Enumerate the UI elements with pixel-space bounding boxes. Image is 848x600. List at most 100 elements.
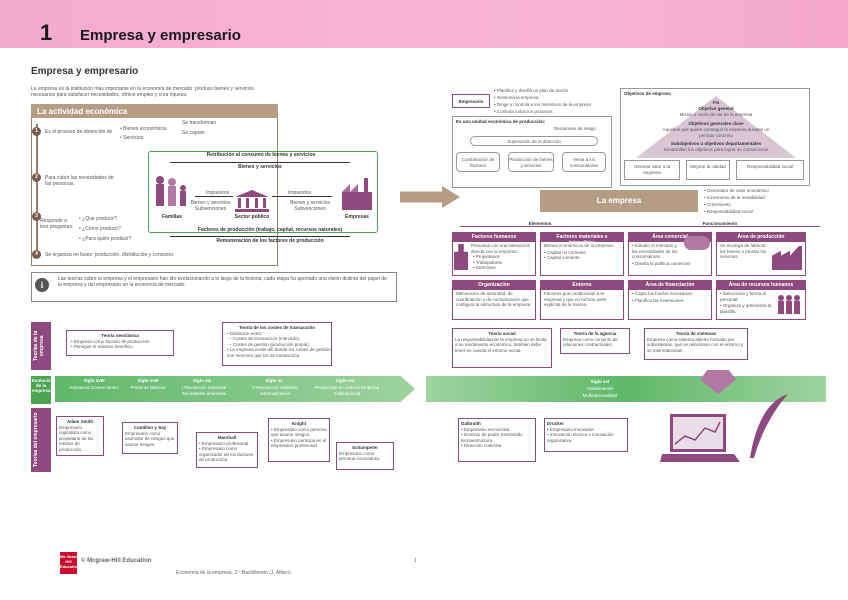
pyramid-general: Objetivo general (698, 106, 734, 111)
finance-area-item: • Planifica las inversiones. (632, 297, 685, 303)
century-desc: Producción en cadena Empresa multinacion… (314, 385, 380, 396)
decisions-label: Decisiones de riesgo (554, 126, 596, 131)
human-factors-title: Factores humanos (453, 233, 535, 242)
finance-area-item: • Capta los fondos necesarios. (632, 291, 693, 296)
flow-arrow (272, 196, 332, 197)
hr-area-box: Área de recursos humanos • Selecciona y … (716, 280, 806, 320)
schumpeter-box: Schumpeter Empresario como persona innov… (336, 442, 394, 470)
hr-area-item: • Selecciona y forma al personal. (720, 291, 766, 302)
century: Siglo xx (265, 378, 283, 383)
people-icon (776, 294, 802, 314)
circular-flow-frame (148, 151, 378, 233)
century-desc: II Revolución industrial Automatización (252, 385, 298, 396)
transaction-item: • Distinción entre: (227, 330, 263, 336)
transaction-item: – Costes de transacción (mercado). (229, 336, 301, 341)
organization-title: Organización (453, 281, 535, 290)
production-area-text: Se encarga de fabricar los bienes o pres… (720, 243, 767, 259)
neoclassical-box: Teoría neoclásica • Empresa como función… (66, 330, 174, 356)
environment-text: Factores que condicionan a la empresa y … (544, 291, 607, 307)
flow-taxes-left: Impuestos (206, 190, 230, 196)
flow-arrow (195, 196, 233, 197)
flow-line (170, 162, 350, 163)
factors-label: Combinación de factores (461, 157, 495, 168)
evolution-band-right (426, 376, 826, 402)
step1-label: Es el proceso de obtención de (45, 129, 113, 135)
drucker-box: Drucker • Empresario innovador. • Innova… (544, 418, 628, 452)
flow-line (170, 236, 350, 237)
agency-theory-box: Teoría de la agencia Empresa como conjun… (560, 328, 630, 354)
empresario-label: Empresario (458, 99, 484, 104)
step-number: 3 (32, 212, 41, 221)
actor-firms: Empresas (345, 214, 369, 220)
step-number: 2 (32, 173, 41, 182)
company-center-label: La empresa (596, 196, 642, 205)
galbraith-item: • Empresario tecnócrata. (461, 426, 511, 432)
activity-panel (31, 118, 278, 266)
section-intro: La empresa es la institución más importa… (31, 86, 254, 98)
info-text: Las teorías sobre la empresa y el empres… (58, 276, 387, 288)
flow-pay-label: Remuneración de los factores de producci… (216, 238, 324, 244)
material-factors-box: Factores materiales e intangibles Bienes… (540, 232, 624, 276)
chapter-title: Empresa y empresario (80, 27, 241, 44)
company-center-item: • Crecimiento (704, 202, 731, 207)
step-number: 4 (32, 250, 41, 259)
marshall-item: • Empresario como organizador de los fac… (199, 446, 254, 462)
knight-item: • Empresario participa en el empresario … (271, 437, 327, 449)
neoclassical-item: • Persigue el máximo beneficio. (71, 344, 134, 349)
drucker-item: • Empresario innovador. (547, 426, 595, 432)
actor-families: Familias (161, 214, 182, 220)
company-center-item: • Incremento de la rentabilidad (704, 195, 765, 200)
knight-box: Knight • Empresario como persona que asu… (268, 418, 330, 462)
cantillon-box: Cantillon y Say Empresario como asumidor… (122, 422, 178, 454)
coins-icon (684, 236, 710, 250)
drucker-item: • Innovación técnica e innovación organi… (547, 432, 614, 443)
century-label: Siglo xxI (590, 379, 610, 384)
pyramid-box: Generar valor a la empresa (624, 160, 680, 180)
flow-taxes-right: Impuestos (288, 190, 312, 196)
goods-box: Producción de bienes y servicios (508, 152, 554, 172)
material-factors-item: Bienes económicos de la empresa: (544, 243, 615, 248)
century-sub: Multinacionalidad (582, 393, 618, 398)
laptop-chart-illustration (660, 410, 740, 466)
organization-box: Organización Mecanismo de autoridad, de … (452, 280, 536, 320)
sale-label: Venta a los consumidores (569, 157, 598, 168)
marshall-title: Marshall (217, 435, 237, 440)
flow-factors-label: Factores de producción (trabajo, capital… (197, 227, 343, 233)
environment-box: Entorno Factores que condicionan a la em… (540, 280, 624, 320)
pyramid-departmental-text: Desarrollan los objetivos para lograr su… (663, 147, 769, 152)
transaction-costs-box: Teoría de los costes de transacción • Di… (222, 322, 332, 366)
publisher-name: © Mcgraw-Hill Education (81, 558, 152, 564)
material-factors-title: Factores materiales e intangibles (541, 233, 623, 246)
human-factors-item: • Propietarios (473, 254, 500, 259)
hr-area-title: Área de recursos humanos (717, 281, 805, 290)
galbraith-box: Galbraith • Empresario tecnócrata. • Dom… (458, 418, 536, 462)
evolution-band (55, 376, 415, 402)
elements-label: Elementos (528, 221, 552, 226)
production-area-box: Área de producción Se encarga de fabrica… (716, 232, 806, 276)
century-desc: Artesanos Comerciantes (69, 385, 119, 390)
supervision-box: Supervisión de la dirección (470, 136, 598, 146)
finance-area-title: Área de financiación (629, 281, 711, 290)
marshall-box: Marshall • Empresario profesional. • Emp… (196, 432, 258, 468)
systems-theory-text: Empresa como sistema abierto formado por… (647, 336, 744, 353)
flow-subsidies-left: Bienes y servicios Subvenciones (190, 200, 231, 212)
century: Siglo xxI (335, 378, 355, 383)
step-number: 1 (32, 127, 41, 136)
commercial-area-item: • Diseña la política comercial (632, 260, 690, 266)
pyramid-box-label: Generar valor a la empresa (633, 164, 671, 175)
century-desc: I Revolución industrial Sociedades anóni… (181, 385, 227, 396)
chapter-number: 1 (40, 20, 53, 45)
knight-item: • Empresario como persona que asume ries… (271, 426, 327, 438)
galbraith-item: • Dirección colectiva. (461, 443, 503, 448)
century-sub: Globalización (586, 386, 614, 391)
environment-title: Entorno (541, 281, 623, 290)
production-unit-frame (452, 116, 612, 188)
goods-label: Producción de bienes y servicios (509, 157, 553, 168)
human-factors-item: Personas con una interacción directa con… (471, 243, 531, 254)
tab-entrepreneur-theories: Teorías del empresario (31, 408, 51, 472)
flow-goods-label: Bienes y servicios (238, 164, 282, 170)
functions-label: Funcionamiento (702, 221, 738, 226)
pyramid-strategic: Objetivos generales clave (688, 121, 744, 126)
public-sector-illustration (235, 190, 269, 212)
pyramid-box-label: Mejorar la calidad (690, 164, 726, 169)
